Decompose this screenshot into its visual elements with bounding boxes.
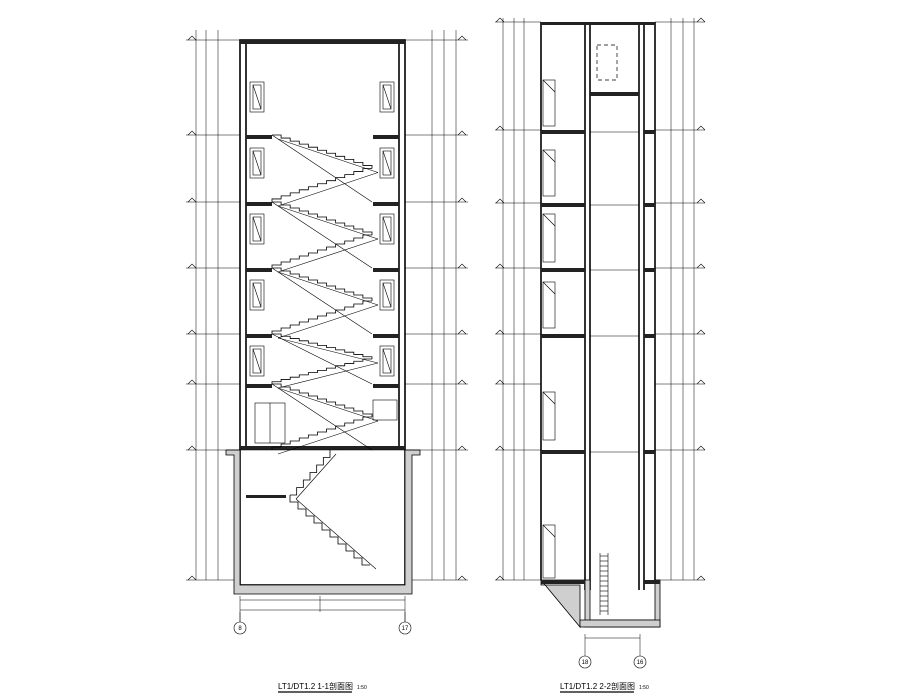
ground-slab bbox=[240, 446, 405, 450]
landing-slab bbox=[373, 268, 399, 272]
floor-level-lines bbox=[186, 35, 468, 581]
roof-slab bbox=[240, 40, 405, 44]
stair-flight bbox=[272, 267, 373, 301]
window-frame bbox=[379, 147, 395, 179]
svg-text:18: 18 bbox=[582, 660, 589, 666]
svg-text:16: 16 bbox=[637, 660, 644, 666]
landing-slab bbox=[246, 135, 272, 139]
right-dimension-chain bbox=[431, 30, 457, 580]
window-frame bbox=[249, 345, 265, 377]
left-dimension-chain bbox=[195, 30, 219, 580]
axis-bubble-left-2: 18 bbox=[578, 655, 592, 669]
elevator-door bbox=[542, 281, 556, 329]
elevator-door bbox=[542, 213, 556, 263]
floor-slab bbox=[644, 268, 655, 272]
svg-text:1:50: 1:50 bbox=[357, 685, 367, 691]
stair-flight bbox=[289, 495, 370, 566]
caption-2-2: LT1/DT1.2 2-2剖面图 1:50 bbox=[560, 681, 649, 693]
left-dimension-chain-2 bbox=[502, 18, 525, 580]
floor-slabs-2 bbox=[541, 22, 655, 454]
landing-slab bbox=[373, 135, 399, 139]
floor-slab bbox=[644, 334, 655, 338]
stair-flight bbox=[272, 333, 373, 359]
floor-slab bbox=[644, 203, 655, 207]
stair-flight bbox=[272, 134, 373, 169]
svg-text:LT1/DT1.2 2-2剖面图: LT1/DT1.2 2-2剖面图 bbox=[560, 681, 635, 691]
floor-slab bbox=[541, 268, 585, 272]
landing-slab bbox=[373, 202, 399, 206]
stair-flight bbox=[272, 383, 373, 417]
floor-slab bbox=[541, 203, 585, 207]
svg-text:17: 17 bbox=[402, 626, 409, 632]
window-openings bbox=[249, 81, 398, 444]
window-frame bbox=[249, 213, 265, 245]
axis-bubble-right-2: 16 bbox=[633, 655, 647, 669]
right-dimension-chain-2 bbox=[670, 18, 695, 580]
floor-slab bbox=[644, 450, 655, 454]
stair-flight bbox=[271, 234, 372, 268]
stair-flight bbox=[290, 450, 331, 496]
svg-text:1:50: 1:50 bbox=[639, 685, 649, 691]
axis-bubble-left: 8 bbox=[233, 612, 247, 635]
svg-text:LT1/DT1.2 1-1剖面图: LT1/DT1.2 1-1剖面图 bbox=[278, 681, 353, 691]
stair-flights bbox=[246, 134, 379, 570]
floor-slab bbox=[541, 450, 585, 454]
machine-room-equipment bbox=[596, 44, 618, 81]
landing-slab bbox=[373, 384, 399, 388]
basement bbox=[225, 449, 421, 595]
landing-slab bbox=[246, 268, 272, 272]
door-openings bbox=[542, 79, 556, 579]
floor-slab bbox=[541, 130, 585, 134]
caption-1-1: LT1/DT1.2 1-1剖面图 1:50 bbox=[278, 681, 367, 693]
axis-bubble-right: 17 bbox=[398, 612, 412, 635]
landing-slab bbox=[246, 384, 272, 388]
svg-text:8: 8 bbox=[238, 626, 242, 632]
window-frame bbox=[379, 81, 395, 113]
elevator-pit bbox=[540, 579, 661, 629]
window-frame bbox=[379, 279, 395, 311]
elevator-door bbox=[542, 149, 556, 197]
pit-ladder bbox=[599, 553, 609, 615]
floor-level-lines-2 bbox=[495, 17, 706, 581]
section-2-2: 18 16 LT1/DT1.2 2-2剖面图 1:50 bbox=[495, 17, 706, 693]
section-1-1: 8 17 LT1/DT1.2 1-1剖面图 1:50 bbox=[186, 30, 468, 693]
stair-flight bbox=[271, 416, 372, 450]
floor-slab bbox=[644, 130, 655, 134]
stair-flight bbox=[271, 358, 372, 384]
elevator-door bbox=[542, 391, 556, 441]
elevator-door bbox=[542, 79, 556, 127]
window-frame bbox=[379, 345, 395, 377]
stair-flight bbox=[272, 201, 373, 235]
landing-slab bbox=[246, 334, 272, 338]
stair-flight bbox=[271, 300, 372, 334]
stair-flight bbox=[271, 168, 372, 202]
bottom-dimension bbox=[239, 596, 406, 622]
window-frame bbox=[249, 81, 265, 113]
floor-slabs bbox=[240, 40, 405, 450]
landing-slab bbox=[373, 334, 399, 338]
window-frame bbox=[249, 147, 265, 179]
landing-slab bbox=[246, 202, 272, 206]
stair-shaft-outline bbox=[239, 39, 406, 586]
window-frame bbox=[379, 213, 395, 245]
roof-slab bbox=[541, 22, 655, 25]
floor-slab bbox=[541, 334, 585, 338]
window-frame bbox=[249, 279, 265, 311]
bottom-dimension-2 bbox=[584, 634, 641, 656]
elevator-door bbox=[542, 524, 556, 579]
window-frame bbox=[372, 399, 398, 421]
